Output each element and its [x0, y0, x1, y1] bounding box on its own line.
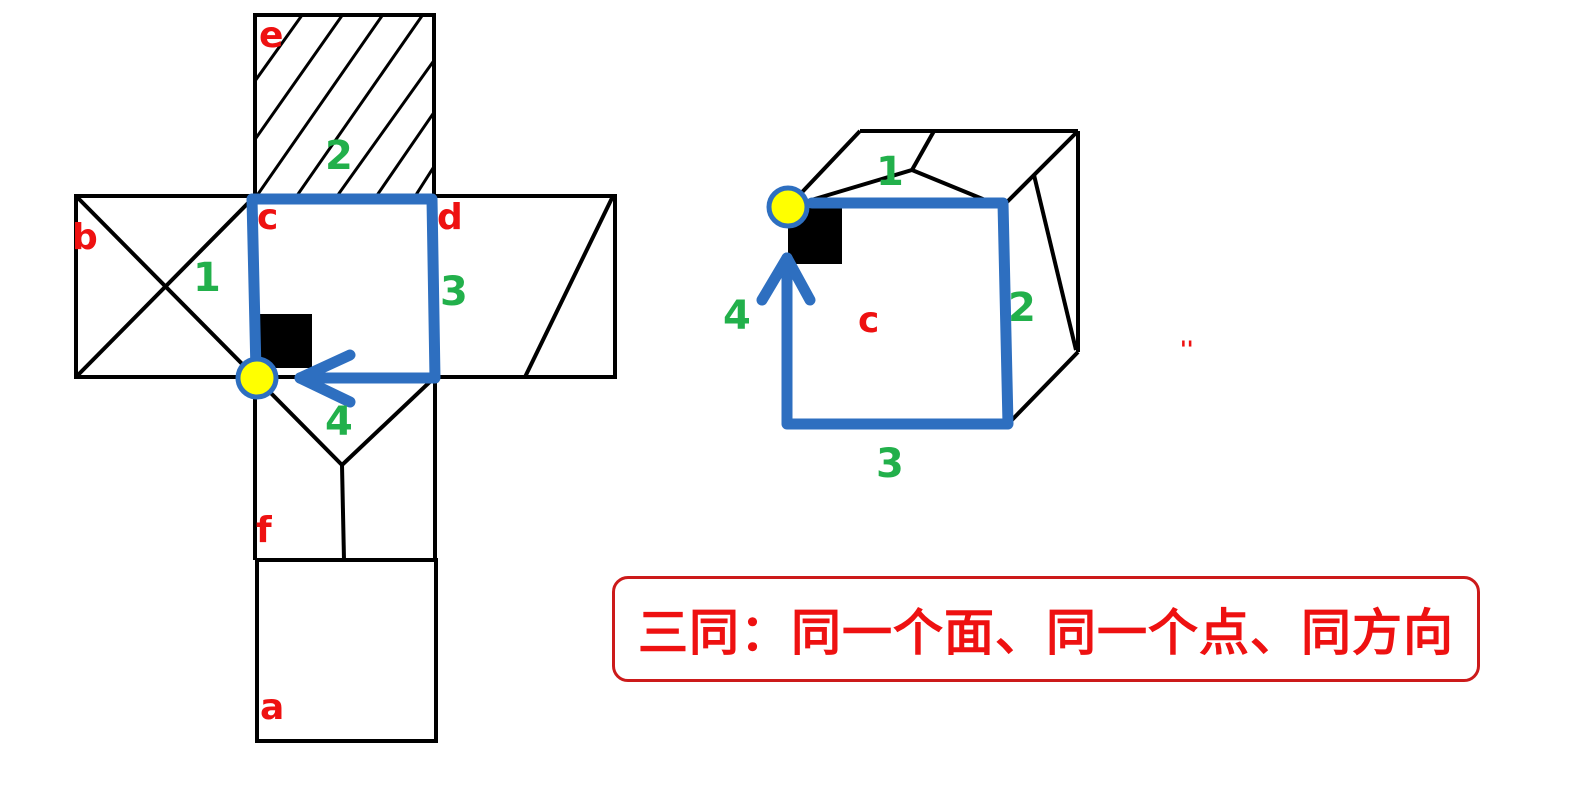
- cube-3d: [786, 129, 1080, 426]
- face-e-hatching: [255, 15, 434, 196]
- cube-step-3: 3: [876, 441, 904, 487]
- net-step-1: 1: [193, 255, 221, 301]
- cube-step-2: 2: [1008, 285, 1036, 331]
- cube-bottom-right-edge: [1006, 350, 1080, 426]
- net-step-4: 4: [325, 399, 353, 445]
- rule-text: 三同：同一个面、同一个点、同方向: [638, 604, 1454, 662]
- middle-strip-outline: [74, 194, 617, 379]
- net-face-label-e: e: [259, 15, 284, 56]
- face-f-stem: [340, 464, 346, 561]
- net-step-2: 2: [325, 133, 353, 179]
- cube-step-4: 4: [723, 293, 751, 339]
- net-face-label-d: d: [437, 197, 463, 238]
- cube-top-pattern-stem: [910, 130, 936, 171]
- net-path-arrowhead: [294, 349, 356, 408]
- cube-right-pattern: [1032, 174, 1078, 351]
- cube-net: [74, 13, 617, 743]
- face-f-v-right: [340, 375, 437, 467]
- net-step-3: 3: [440, 269, 468, 315]
- cube-start-point: [766, 185, 810, 229]
- cube-blue-path: [756, 197, 1014, 430]
- face-b-diagonal-2: [74, 194, 257, 379]
- net-blue-path: [246, 193, 441, 408]
- face-a-square: [255, 558, 438, 743]
- net-path-segments: [246, 193, 441, 384]
- stray-red-mark: ꞌ': [1180, 338, 1194, 363]
- cube-step-1: 1: [876, 149, 904, 195]
- net-face-label-f: f: [256, 510, 272, 551]
- rule-box: 三同：同一个面、同一个点、同方向: [612, 576, 1480, 682]
- net-start-point: [235, 356, 279, 400]
- cube-path-arrowhead: [756, 252, 816, 306]
- cube-face-label-c: c: [858, 300, 880, 341]
- cube-path-segments: [781, 197, 1014, 430]
- net-face-label-a: a: [260, 687, 285, 728]
- cube-top-right-edge: [1003, 129, 1080, 206]
- net-face-label-b: b: [72, 217, 98, 258]
- right-face-slant: [523, 195, 615, 378]
- net-face-label-c: c: [257, 197, 279, 238]
